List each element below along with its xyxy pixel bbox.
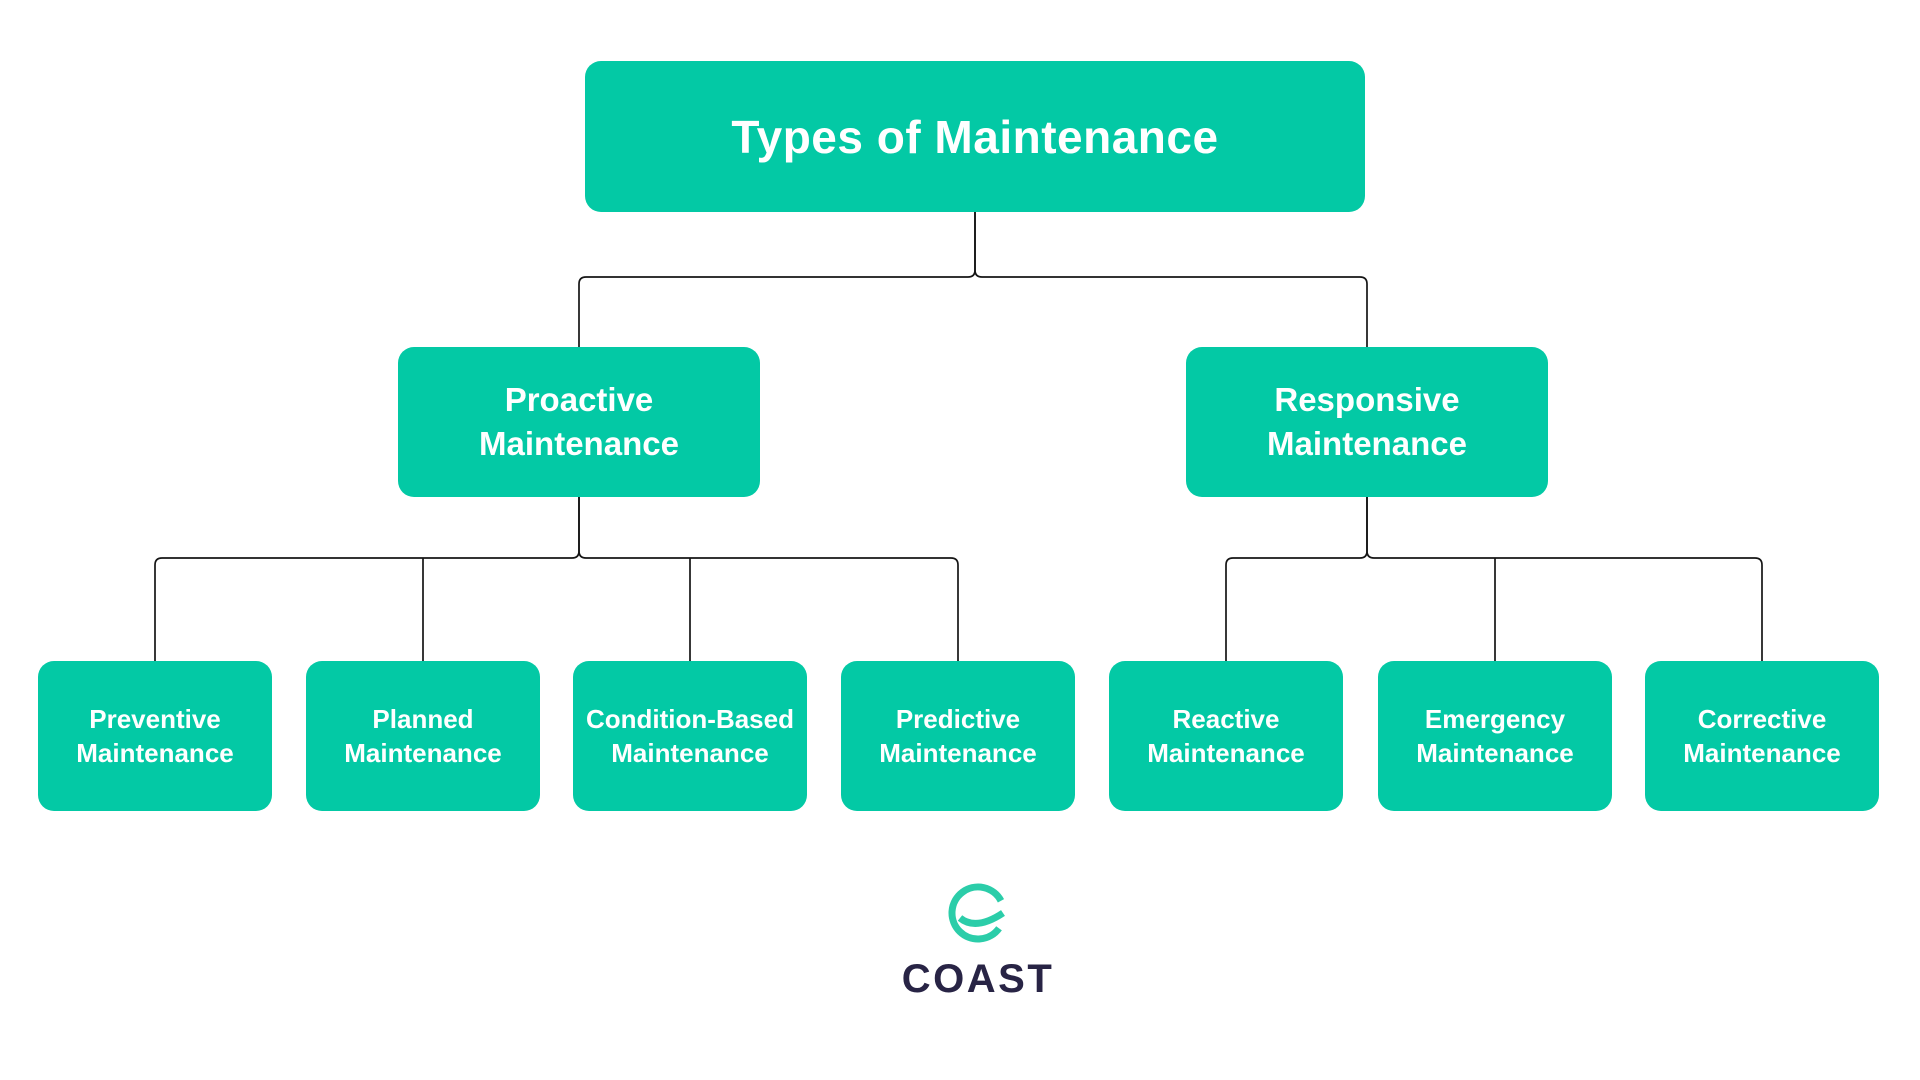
coast-logo: COAST	[878, 881, 1078, 1001]
node-condition-based-maintenance: Condition-Based Maintenance	[573, 661, 807, 811]
node-proactive-maintenance: Proactive Maintenance	[398, 347, 760, 497]
node-reactive-maintenance: Reactive Maintenance	[1109, 661, 1343, 811]
connector-root-to-responsive	[974, 212, 1368, 347]
logo-smile	[957, 910, 1005, 927]
coast-smile-ring-icon	[948, 883, 1005, 943]
node-emergency-maintenance: Emergency Maintenance	[1378, 661, 1612, 811]
node-preventive-maintenance: Preventive Maintenance	[38, 661, 272, 811]
connector-proactive-to-predictive	[578, 497, 959, 661]
connector-responsive-to-corrective	[1366, 497, 1763, 661]
node-predictive-maintenance: Predictive Maintenance	[841, 661, 1075, 811]
node-planned-maintenance: Planned Maintenance	[306, 661, 540, 811]
connector-responsive-to-reactive	[1225, 497, 1368, 661]
connector-root-to-proactive	[578, 212, 976, 347]
node-corrective-maintenance: Corrective Maintenance	[1645, 661, 1879, 811]
node-types-of-maintenance: Types of Maintenance	[585, 61, 1365, 212]
connector-proactive-to-preventive	[154, 497, 580, 661]
coast-wordmark: COAST	[901, 957, 1055, 1001]
node-responsive-maintenance: Responsive Maintenance	[1186, 347, 1548, 497]
logo-ring	[948, 883, 1005, 943]
